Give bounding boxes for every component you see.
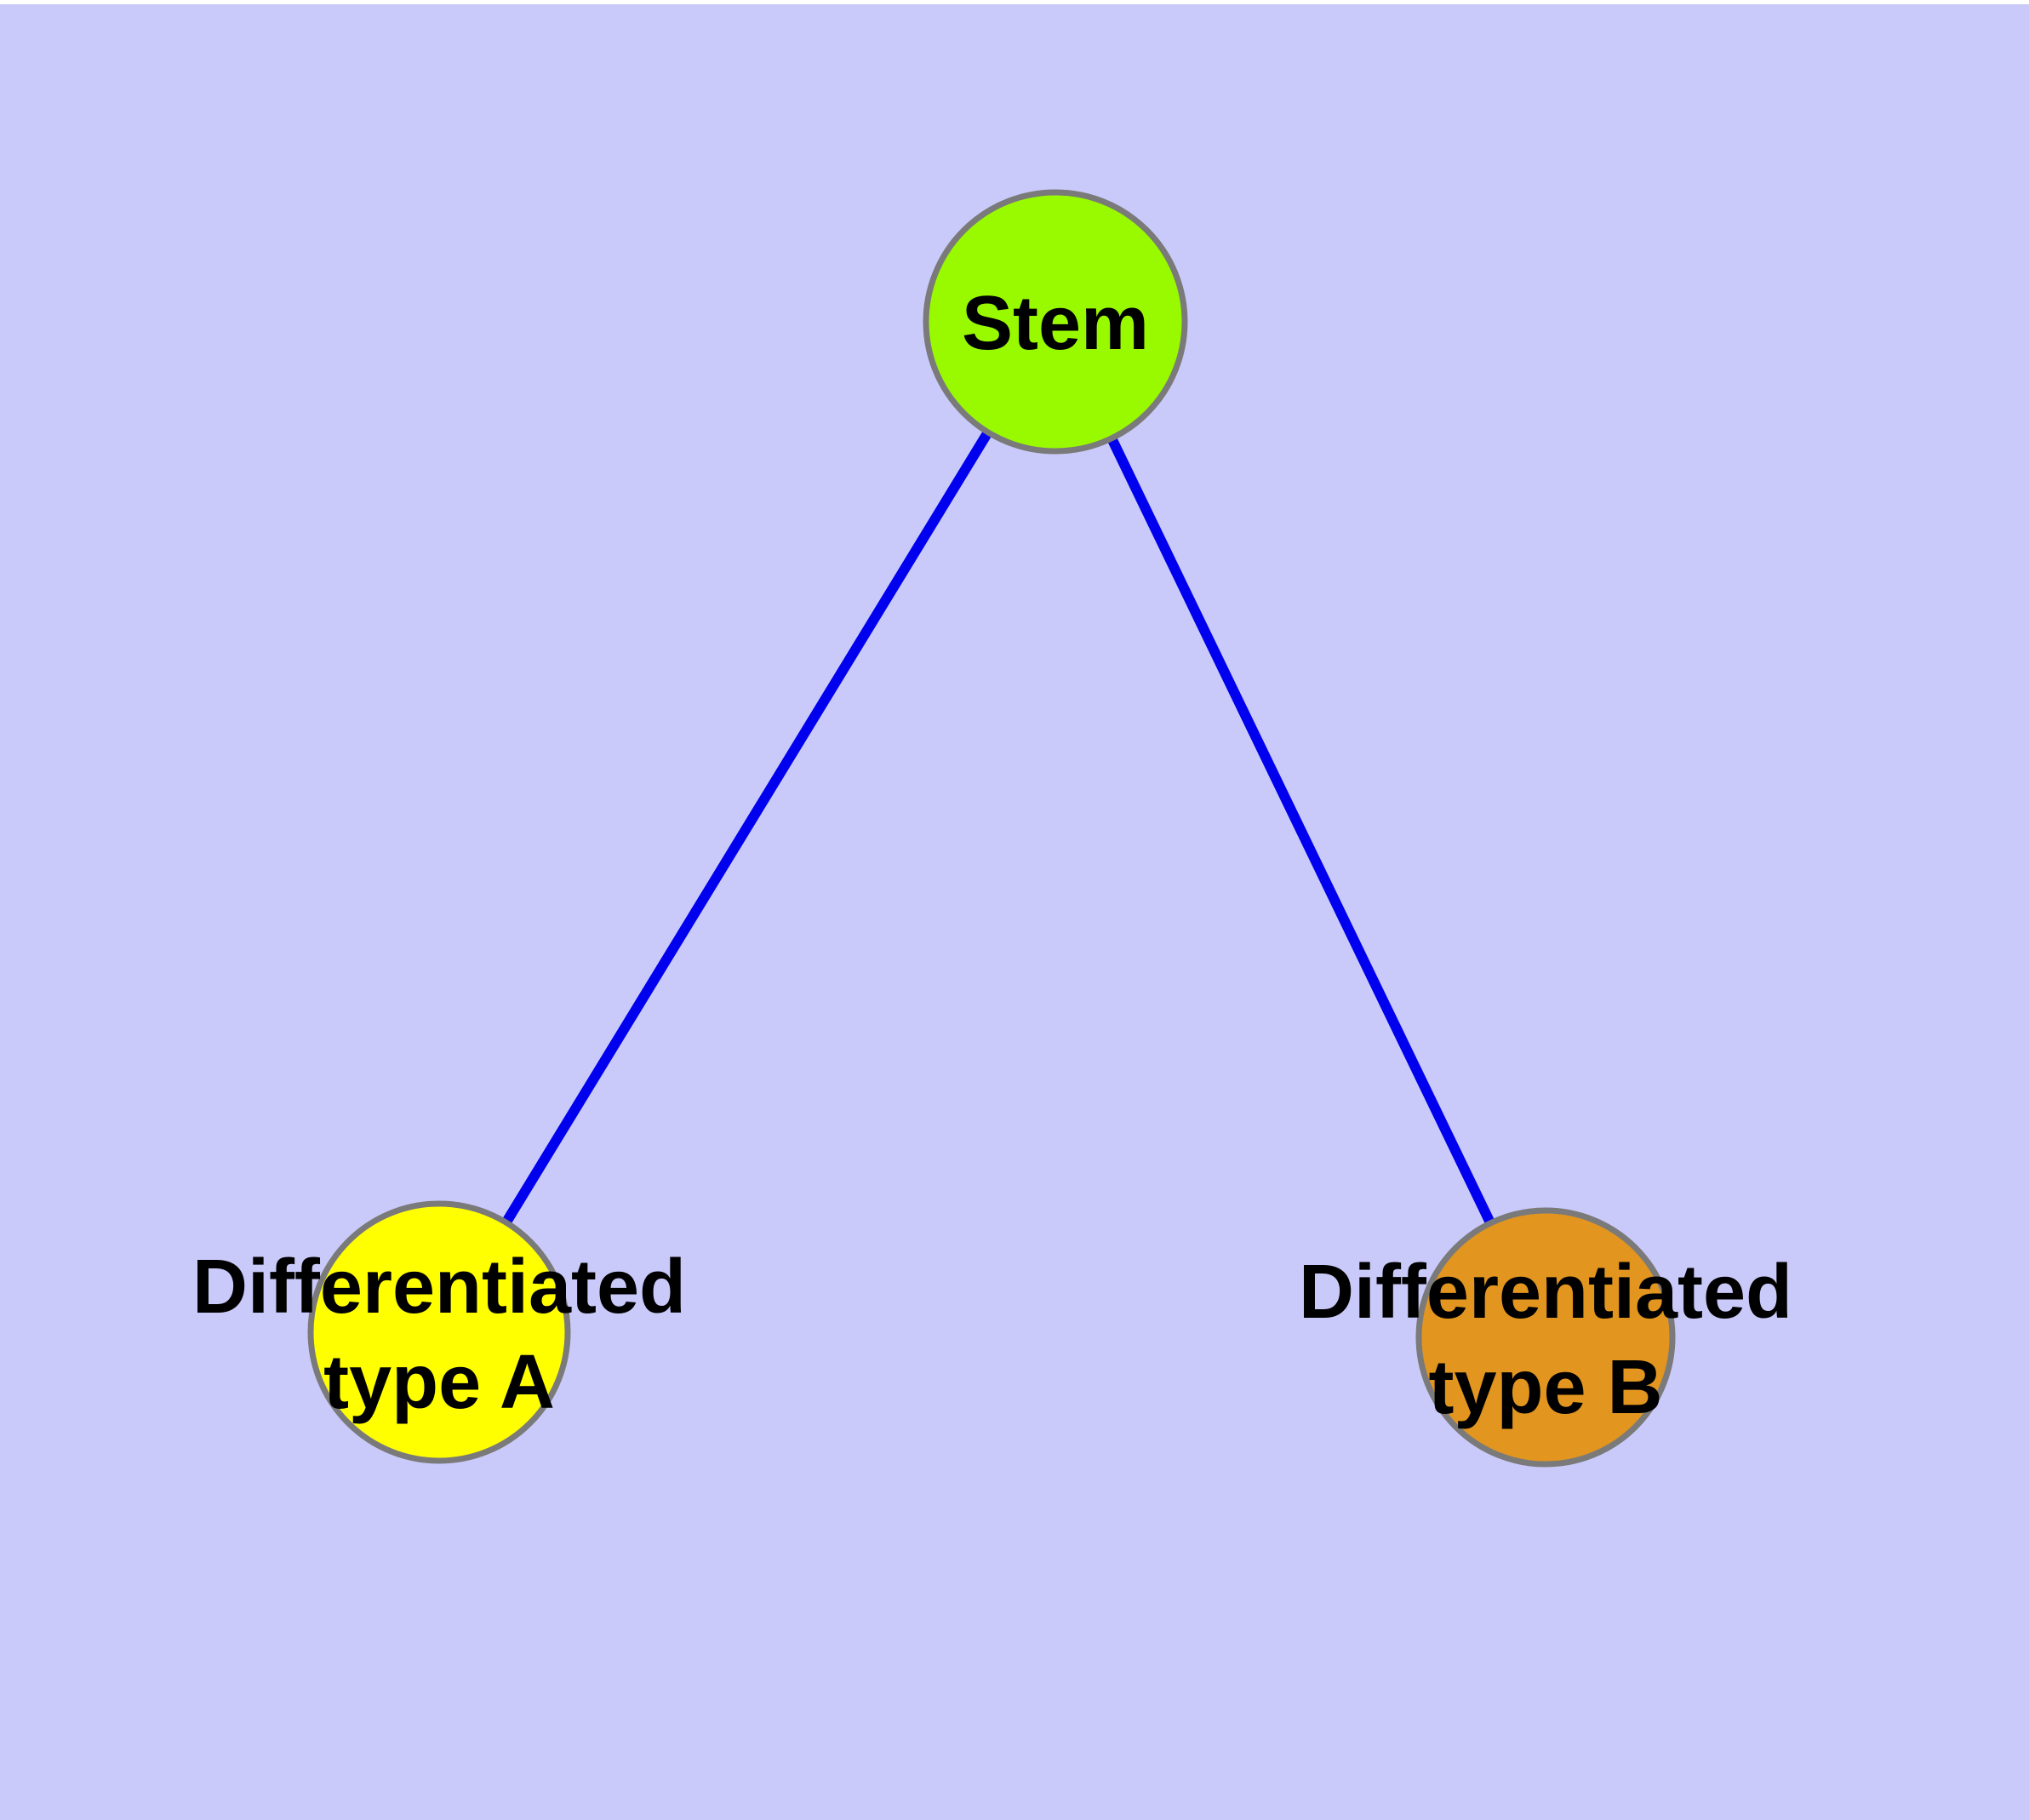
- node-type-a-circle[interactable]: [307, 1200, 571, 1464]
- node-type-a-label-line2: type A: [323, 1340, 555, 1425]
- edge-stem-to-type-a: [434, 318, 1060, 1336]
- node-type-b-label-line1: Differentiated: [1299, 1250, 1792, 1335]
- node-stem-label: Stem: [962, 281, 1149, 366]
- node-type-b-circle[interactable]: [1415, 1207, 1676, 1468]
- node-type-a-label-line1: Differentiated: [192, 1245, 686, 1330]
- node-stem-circle[interactable]: [923, 189, 1188, 455]
- node-type-b-label-line2: type B: [1428, 1345, 1662, 1430]
- edge-stem-to-type-b: [1050, 319, 1551, 1340]
